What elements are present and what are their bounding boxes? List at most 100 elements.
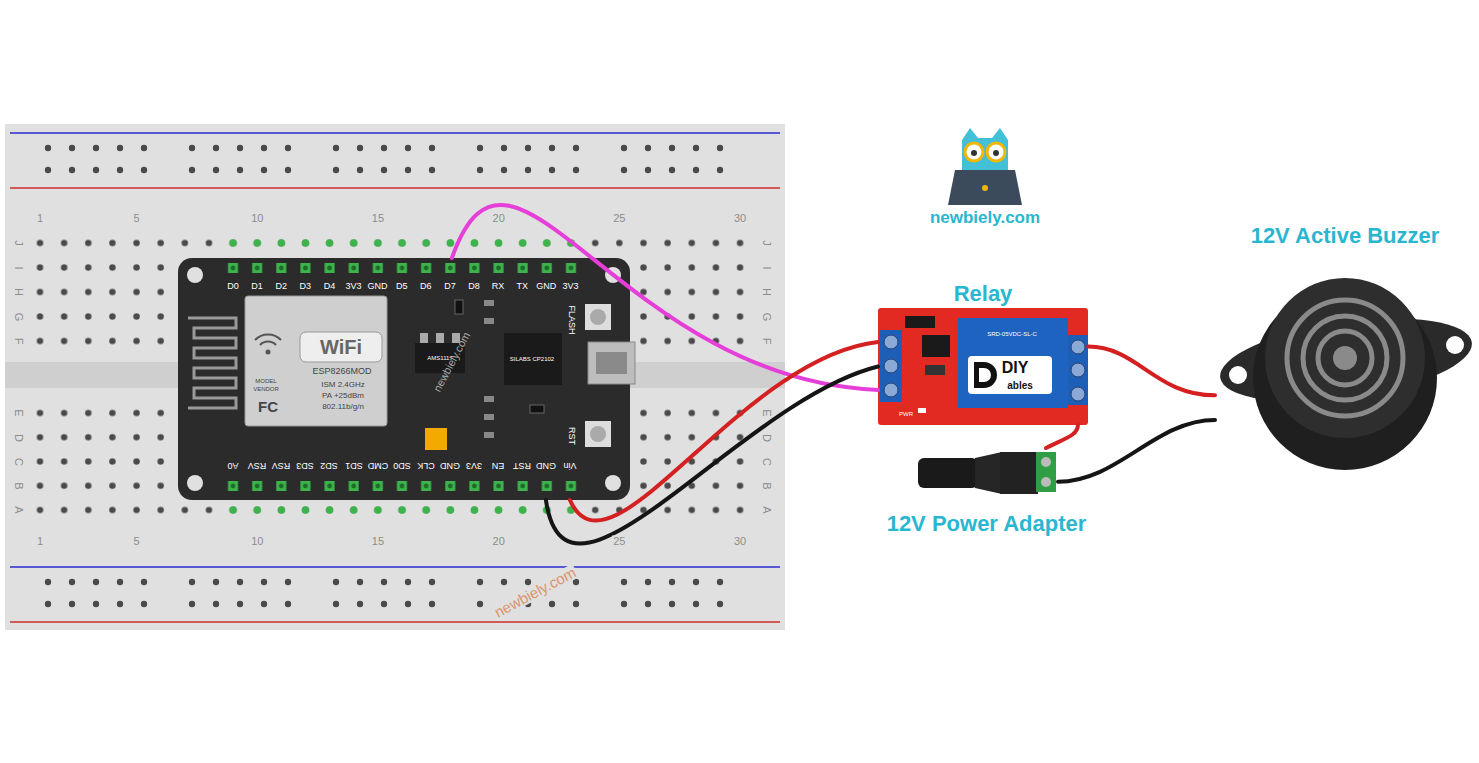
breadboard-part [612, 136, 732, 180]
module-marking: 802.11b/g/n [321, 403, 365, 411]
pin-label: RSV [247, 461, 268, 470]
site-logo-part [948, 170, 1022, 205]
esp8266-board-part [484, 432, 494, 438]
breadboard-part [612, 570, 732, 614]
row-letter: G [13, 312, 24, 323]
active-buzzer-part [1303, 316, 1387, 400]
site-logo-part [993, 150, 999, 156]
row-letter: J [761, 239, 772, 247]
row-letter: C [761, 457, 772, 467]
esp8266-board-part [530, 405, 544, 413]
breadboard-part [36, 136, 156, 180]
esp8266-board-part [425, 428, 447, 450]
pin-label: D2 [274, 282, 288, 291]
esp8266-board-part [596, 352, 627, 374]
esp8266-board: ESP8266MOD [178, 258, 630, 500]
relay-module-part [1068, 335, 1088, 405]
relay-module-part [1071, 363, 1085, 377]
component-title: 12V Power Adapter [887, 512, 1087, 536]
relay-module: Relay [878, 308, 1088, 425]
column-number: 25 [612, 536, 626, 547]
wifi-badge-text: WiFi [319, 337, 363, 357]
pin-label: D5 [395, 282, 409, 291]
active-buzzer-part [1318, 331, 1372, 385]
active-buzzer: 12V Active Buzzer [1215, 262, 1475, 477]
esp8266-board-part [188, 318, 236, 408]
breadboard-part [221, 238, 583, 248]
power-adapter-jack-part [975, 452, 1002, 494]
pin-label: SD0 [392, 461, 412, 470]
breadboard-part [10, 187, 780, 189]
component-title: Relay [954, 282, 1013, 306]
esp8266-board-part [245, 296, 387, 426]
button-label: RST [567, 426, 576, 446]
relay-module-part [1071, 387, 1085, 401]
relay-module-part [884, 383, 898, 397]
wire [546, 367, 878, 544]
pin-label: CMD [366, 461, 389, 470]
esp8266-board-part [590, 426, 606, 442]
row-letter: E [761, 408, 772, 417]
pin-label: 3V3 [344, 282, 362, 291]
breadboard-part [5, 124, 785, 630]
breadboard-part [324, 570, 444, 614]
power-adapter-jack-part [1041, 477, 1051, 487]
active-buzzer-part [1333, 346, 1357, 370]
site-logo-part [965, 143, 983, 161]
row-letter: B [13, 481, 24, 490]
esp8266-board-part [187, 267, 203, 283]
esp8266-board-part [484, 396, 494, 402]
module-marking: VENDOR [252, 386, 280, 392]
fc-mark: FC [257, 399, 279, 414]
power-adapter-jack-part [1000, 452, 1038, 494]
column-number: 5 [132, 536, 140, 547]
esp8266-board-part [590, 309, 606, 325]
column-number: 15 [371, 213, 385, 224]
relay-module-part [880, 330, 902, 402]
wire [1046, 425, 1078, 448]
pin-label: GND [367, 282, 389, 291]
component-title: 12V Active Buzzer [1251, 224, 1440, 248]
relay-module-part [922, 335, 950, 357]
breadboard-part [221, 505, 583, 515]
esp8266-board-part [484, 318, 494, 324]
pin-label: RSV [271, 461, 292, 470]
relay-marking: SRD-05VDC-SL-C [986, 331, 1038, 337]
esp8266-board-part [187, 475, 203, 491]
module-marking: PA +25dBm [321, 392, 365, 400]
esp8266-board-part [300, 332, 382, 362]
relay-module-part [925, 365, 945, 375]
column-number: 20 [492, 536, 506, 547]
pin-label: D8 [467, 282, 481, 291]
relay-module-part [968, 356, 1052, 394]
row-letter: C [13, 457, 24, 467]
power-adapter-jack-part [1036, 452, 1056, 492]
row-letter: G [761, 312, 772, 323]
site-logo-part [987, 143, 1005, 161]
wire [1058, 420, 1215, 482]
breadboard-part [180, 136, 300, 180]
relay-module-part [958, 318, 1068, 408]
esp8266-board-part [255, 334, 281, 345]
row-letter: B [761, 481, 772, 490]
pin-label: D3 [299, 282, 313, 291]
column-number: 1 [36, 536, 44, 547]
row-letter: E [13, 408, 24, 417]
active-buzzer [1215, 278, 1477, 470]
relay-module-part [884, 335, 898, 349]
row-letter: D [13, 433, 24, 443]
esp8266-board-part [266, 350, 271, 355]
row-letter: J [13, 239, 24, 247]
column-number: 10 [250, 213, 264, 224]
pin-label: D7 [443, 282, 457, 291]
esp8266-board-part [484, 414, 494, 420]
esp8266-board-part [585, 421, 611, 447]
row-letter: A [13, 505, 24, 514]
pin-label: TX [515, 282, 529, 291]
power-adapter: 12V Power Adapter [915, 448, 1058, 500]
esp8266-board-part [436, 333, 444, 343]
site-logo-part [971, 150, 977, 156]
active-buzzer-part [1229, 366, 1247, 384]
